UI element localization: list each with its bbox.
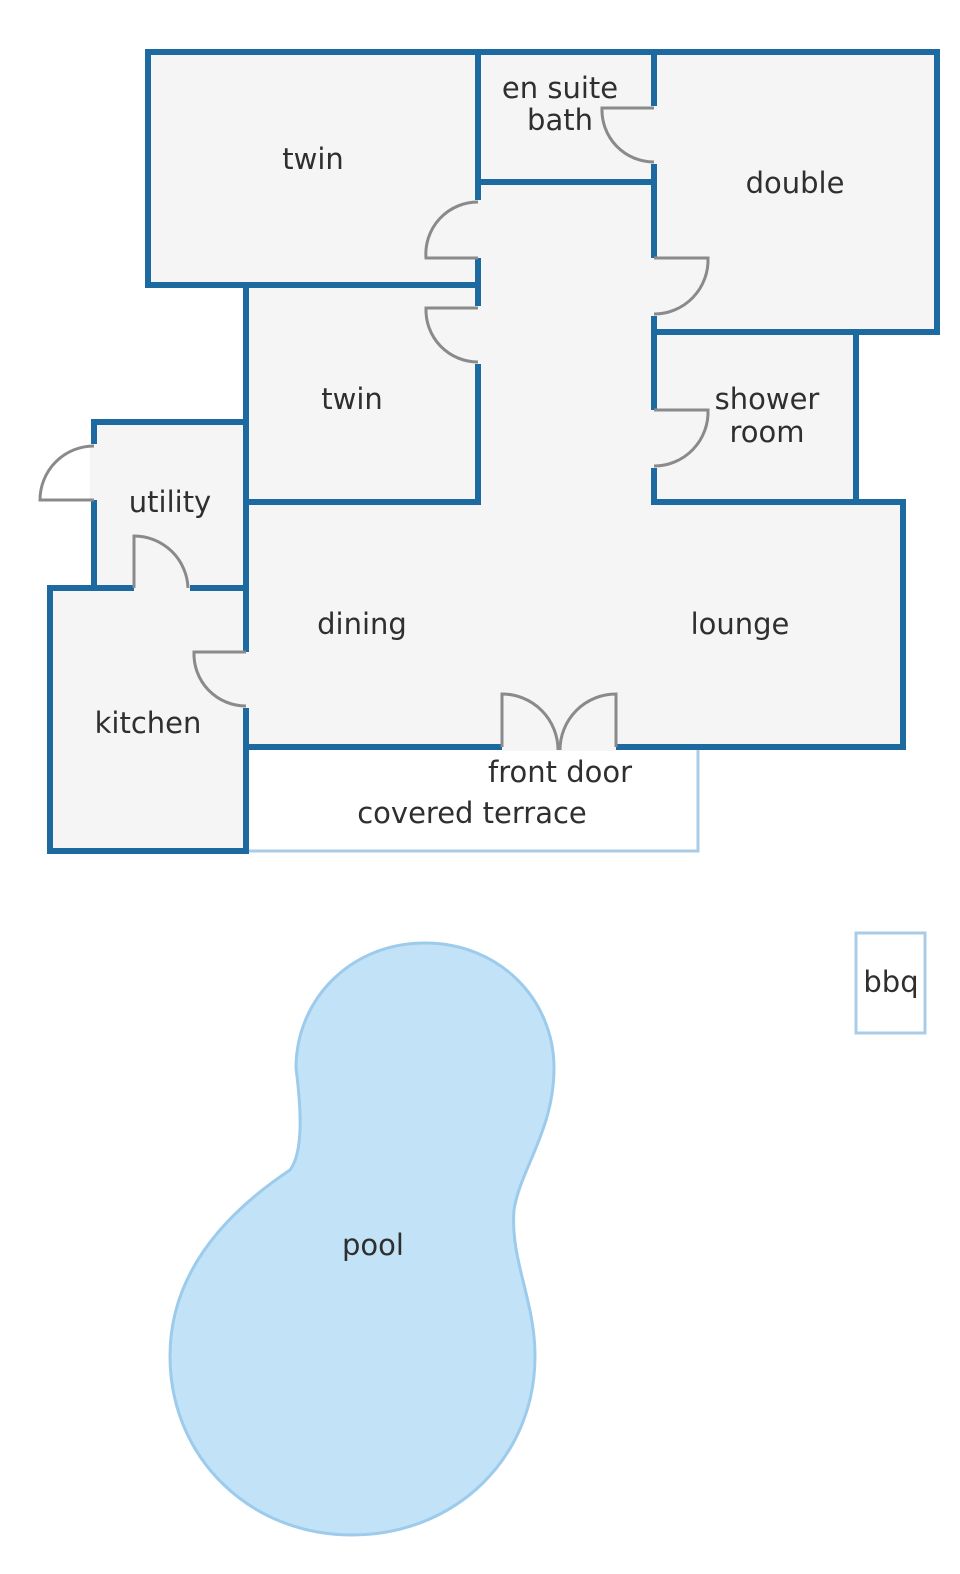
label-pool: pool <box>342 1228 404 1262</box>
room-kitchen <box>47 585 249 854</box>
label-lounge: lounge <box>691 607 790 641</box>
label-ensuite-line2: bath <box>527 103 593 137</box>
label-kitchen: kitchen <box>95 706 202 740</box>
label-ensuite-line1: en suite <box>502 71 618 105</box>
label-double: double <box>746 166 845 200</box>
label-dining: dining <box>317 607 407 641</box>
bbq-box <box>854 931 927 1035</box>
label-twin-middle: twin <box>321 382 383 416</box>
label-front-door: front door <box>488 755 632 789</box>
label-twin-top: twin <box>282 142 344 176</box>
label-shower-line1: shower <box>715 382 820 416</box>
label-covered-terrace: covered terrace <box>357 796 587 830</box>
label-bbq: bbq <box>863 965 918 999</box>
pool-shape <box>168 941 556 1537</box>
covered-terrace-area <box>243 743 700 853</box>
label-utility: utility <box>129 485 211 519</box>
label-shower-line2: room <box>729 415 804 449</box>
door-swings <box>38 106 710 751</box>
room-twin-top <box>145 49 481 288</box>
